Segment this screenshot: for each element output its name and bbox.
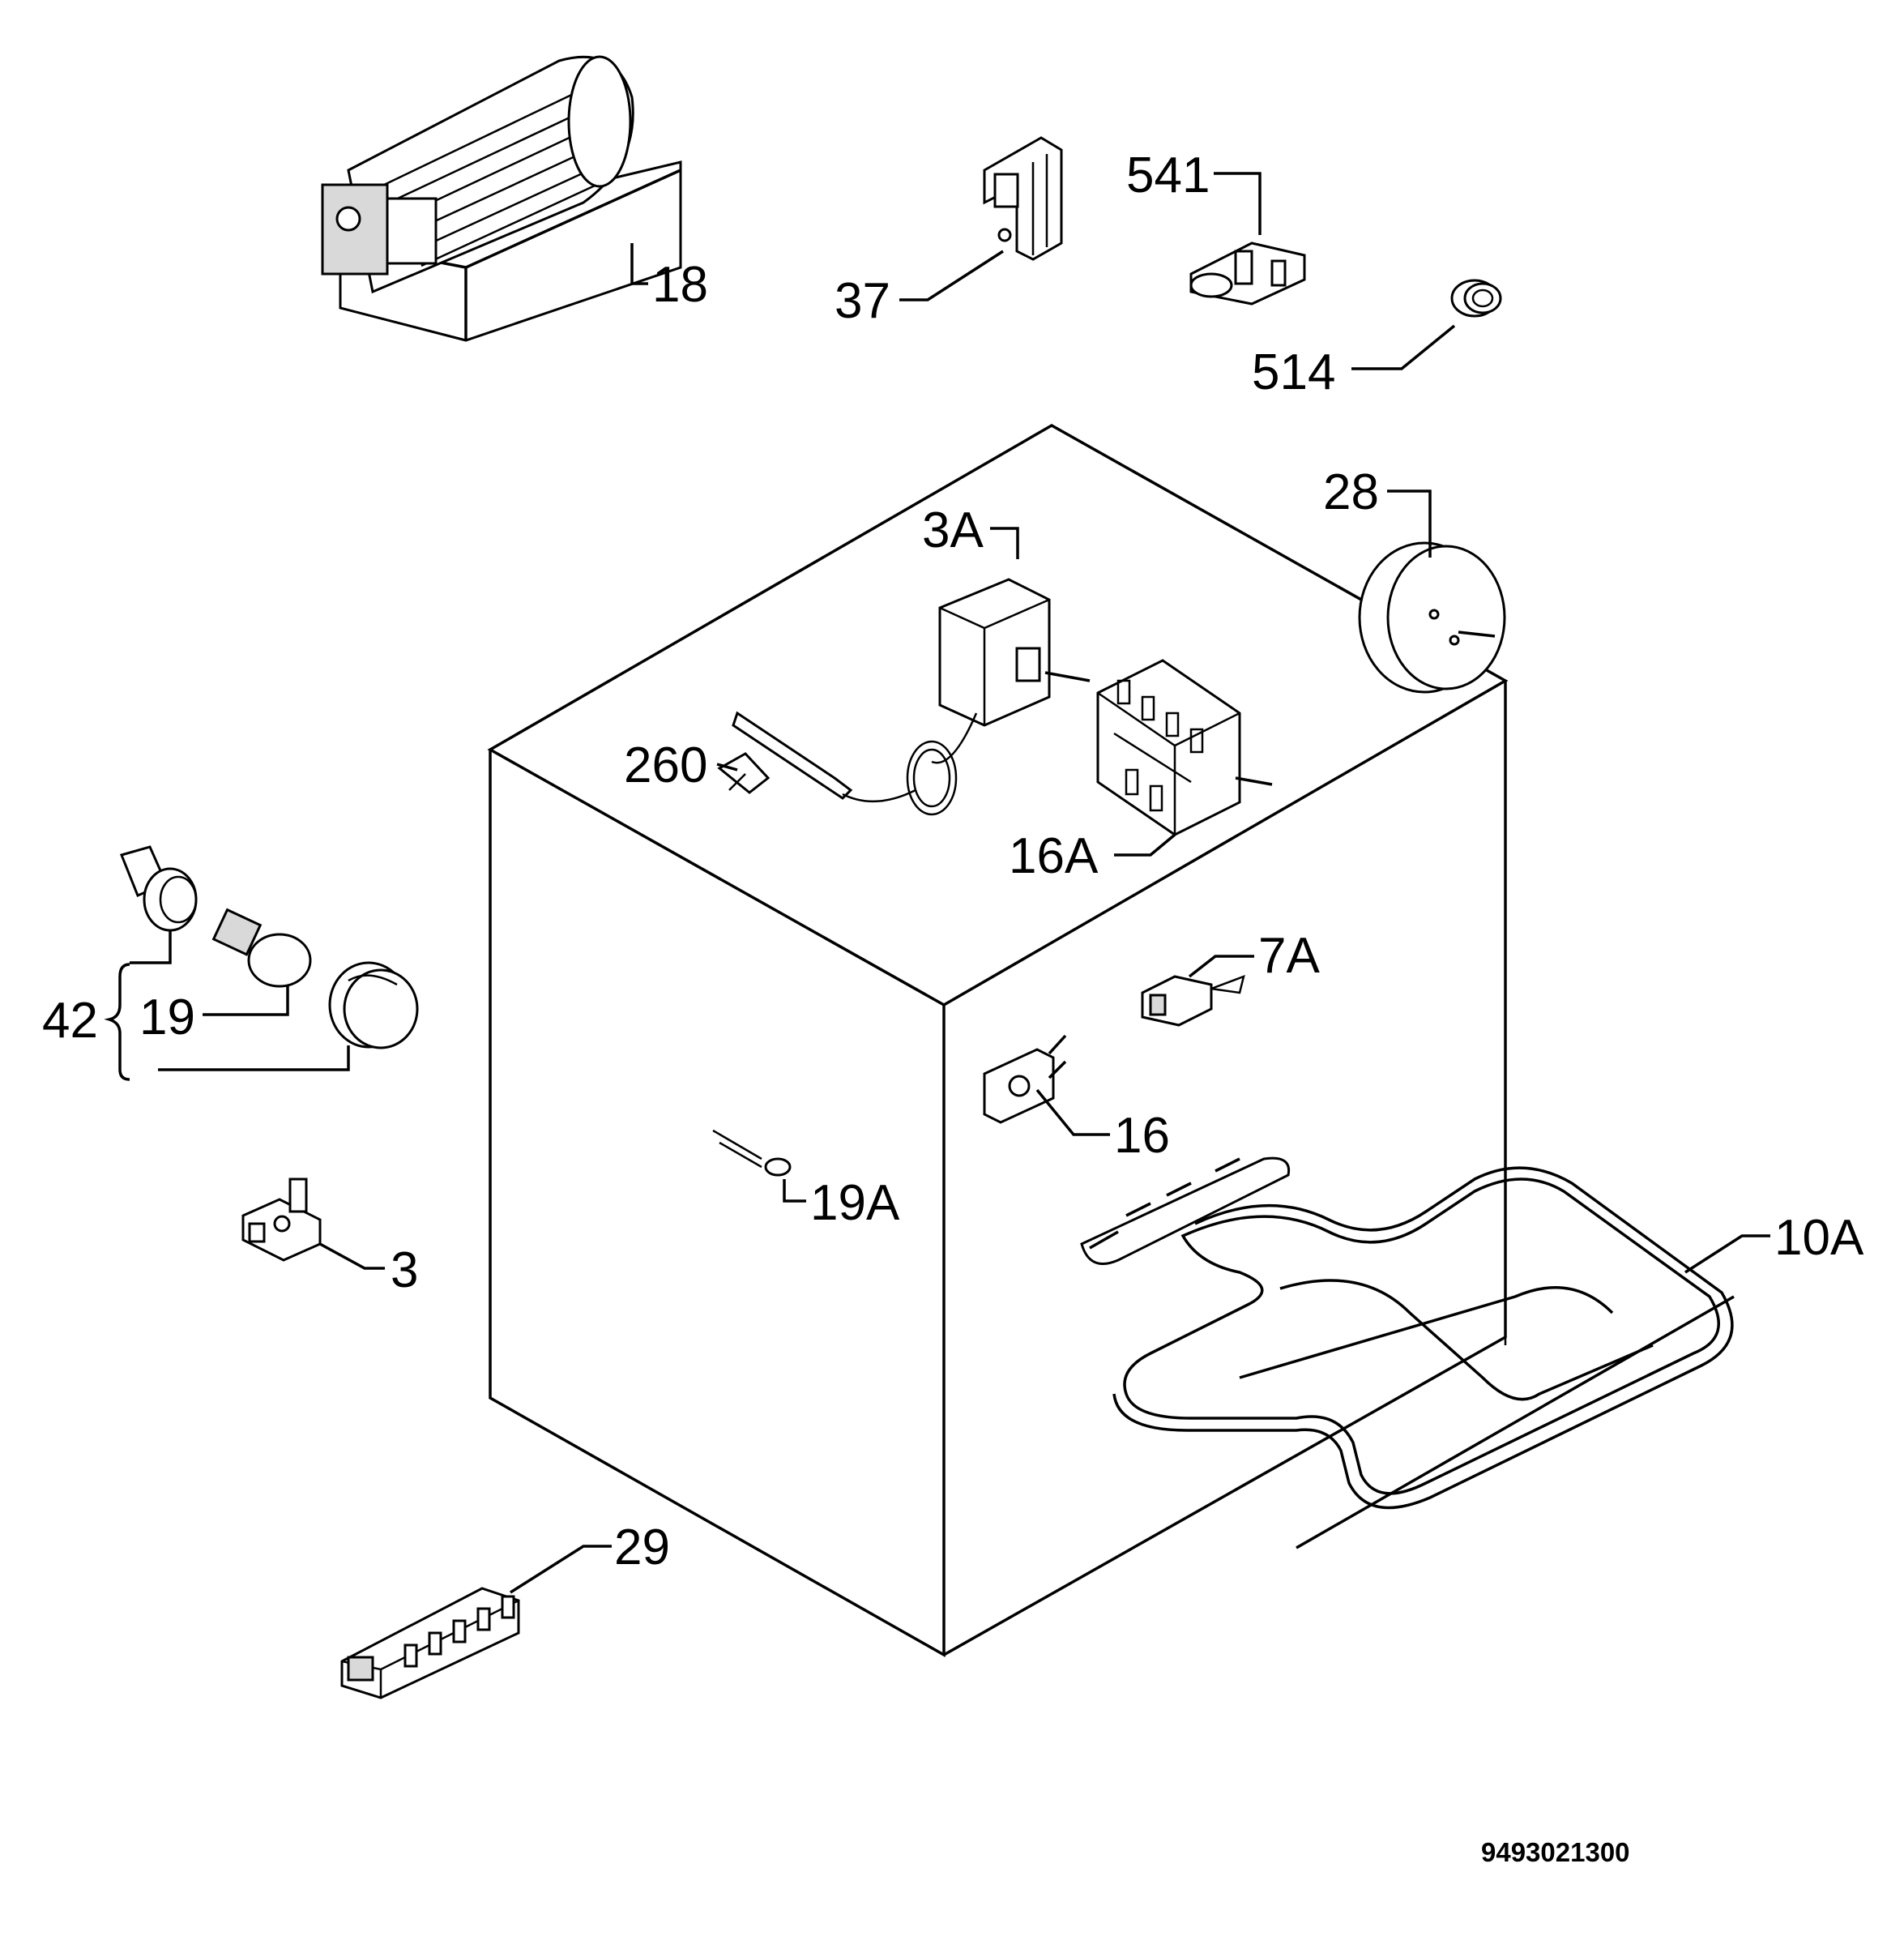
leader-37 bbox=[899, 250, 1004, 301]
thermostat-clip-part bbox=[983, 136, 1063, 261]
lamp-cover-part bbox=[328, 961, 419, 1049]
label-10a: 10A bbox=[1774, 1210, 1864, 1266]
leader-7a bbox=[1188, 955, 1254, 978]
leader-19a bbox=[783, 1179, 806, 1203]
label-260: 260 bbox=[624, 737, 707, 793]
label-19: 19 bbox=[139, 989, 195, 1045]
lamp-bulb-19-part bbox=[211, 908, 312, 988]
switch-16-part bbox=[983, 1034, 1067, 1124]
label-28: 28 bbox=[1323, 464, 1379, 520]
label-514: 514 bbox=[1252, 344, 1335, 400]
leader-16 bbox=[1035, 1088, 1110, 1136]
leader-10a bbox=[1684, 1234, 1770, 1274]
selector-switch-16a-part bbox=[1096, 659, 1273, 836]
tangential-fan-part bbox=[321, 55, 682, 342]
timer-28-part bbox=[1358, 541, 1506, 694]
label-42: 42 bbox=[42, 993, 98, 1049]
thermal-cutout-3-part bbox=[241, 1178, 322, 1262]
microswitch-7a-part bbox=[1141, 974, 1245, 1027]
leader-3a bbox=[990, 527, 1019, 559]
leader-514 bbox=[1351, 324, 1456, 370]
drawing-code: 9493021300 bbox=[1481, 1837, 1630, 1867]
leader-28 bbox=[1387, 489, 1432, 558]
leader-16a bbox=[1114, 833, 1176, 857]
label-19a: 19A bbox=[810, 1175, 900, 1231]
label-3: 3 bbox=[391, 1242, 418, 1298]
oven-cavity-box bbox=[487, 423, 1509, 1658]
switch-541-part bbox=[1189, 241, 1306, 306]
lamp-19a-part bbox=[712, 1129, 792, 1177]
ignition-generator-29-part bbox=[340, 1587, 520, 1699]
leader-42-group bbox=[104, 930, 350, 1081]
label-541: 541 bbox=[1126, 147, 1210, 203]
label-16a: 16A bbox=[1009, 828, 1099, 884]
probe-clip-260-part bbox=[717, 752, 771, 794]
grill-element-10a-part bbox=[1080, 1156, 1735, 1549]
label-7a: 7A bbox=[1258, 928, 1320, 984]
thermostat-3a-part bbox=[732, 578, 1091, 816]
grommet-514-part bbox=[1450, 279, 1502, 318]
label-16: 16 bbox=[1114, 1108, 1170, 1164]
label-3a: 3A bbox=[922, 502, 984, 558]
label-37: 37 bbox=[835, 273, 890, 329]
label-29: 29 bbox=[614, 1519, 670, 1575]
leader-541 bbox=[1214, 172, 1262, 235]
lamp-holder-part bbox=[119, 845, 198, 932]
leader-3 bbox=[319, 1242, 385, 1270]
label-18: 18 bbox=[652, 257, 708, 313]
leader-260 bbox=[716, 763, 738, 771]
leader-29 bbox=[510, 1545, 612, 1594]
